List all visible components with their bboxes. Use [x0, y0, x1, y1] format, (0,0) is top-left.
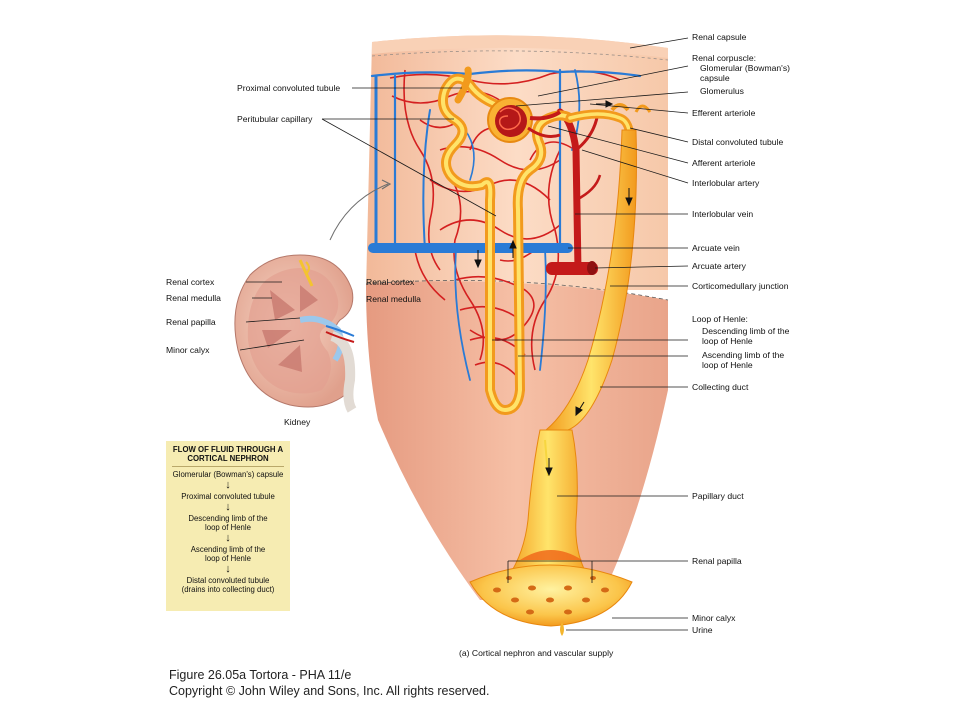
label-renal-medulla-mid: Renal medulla [366, 294, 421, 304]
label-renal-medulla-left: Renal medulla [166, 293, 221, 303]
label-urine: Urine [692, 625, 713, 635]
leader-lines [239, 37, 689, 631]
label-distal-convoluted-tubule: Distal convoluted tubule [692, 137, 783, 147]
flow-box-title-line-1: FLOW OF FLUID THROUGH A [172, 445, 284, 454]
label-renal-capsule: Renal capsule [692, 32, 747, 42]
arcuate-artery-end [587, 261, 597, 275]
flow-step: Distal convoluted tubule(drains into col… [181, 576, 275, 594]
flow-box-divider [172, 466, 284, 467]
arcuate-vein [368, 243, 573, 253]
down-arrow-icon: ↓ [225, 479, 231, 491]
figure-reference: Figure 26.05a Tortora - PHA 11/e [169, 668, 352, 682]
papillary-openings [493, 576, 609, 615]
arcuate-artery [546, 262, 598, 275]
label-corticomedullary-junction: Corticomedullary junction [692, 281, 789, 291]
label-descending-limb-2: loop of Henle [702, 336, 753, 346]
urine-drop [560, 622, 564, 636]
label-glomerulus: Glomerulus [700, 86, 744, 96]
label-renal-cortex-mid: Renal cortex [366, 277, 415, 287]
flow-box-title-line-2: CORTICAL NEPHRON [187, 454, 269, 463]
label-collecting-duct: Collecting duct [692, 382, 749, 392]
label-papillary-duct: Papillary duct [692, 491, 744, 501]
label-interlobular-vein: Interlobular vein [692, 209, 753, 219]
label-ascending-limb-2: loop of Henle [702, 360, 753, 370]
flow-arrows [474, 100, 633, 477]
figure-footer: Figure 26.05a Tortora - PHA 11/e Copyrig… [169, 667, 489, 699]
down-arrow-icon: ↓ [225, 532, 231, 544]
renal-papilla [469, 550, 633, 627]
down-arrow-icon: ↓ [225, 501, 231, 513]
label-minor-calyx-left: Minor calyx [166, 345, 210, 355]
label-ascending-limb-1: Ascending limb of the [702, 350, 784, 360]
label-renal-corpuscle: Renal corpuscle: [692, 53, 756, 63]
label-arcuate-artery: Arcuate artery [692, 261, 747, 271]
label-minor-calyx-right: Minor calyx [692, 613, 736, 623]
label-renal-papilla-left: Renal papilla [166, 317, 216, 327]
label-interlobular-artery: Interlobular artery [692, 178, 760, 188]
label-glomerular-capsule-1: Glomerular (Bowman's) [700, 63, 790, 73]
label-loop-of-henle: Loop of Henle: [692, 314, 748, 324]
left-labels: Proximal convoluted tubule Peritubular c… [166, 83, 614, 658]
label-glomerular-capsule-2: capsule [700, 73, 730, 83]
renal-corpuscle [487, 97, 562, 143]
label-arcuate-vein: Arcuate vein [692, 243, 740, 253]
kidney-illustration [234, 179, 392, 413]
right-labels: Renal capsule Renal corpuscle: Glomerula… [692, 32, 790, 635]
vein-network [370, 68, 642, 381]
label-efferent-arteriole: Efferent arteriole [692, 108, 756, 118]
label-renal-cortex-left: Renal cortex [166, 277, 215, 287]
label-kidney: Kidney [284, 417, 311, 427]
label-descending-limb-1: Descending limb of the [702, 326, 790, 336]
figure-caption: (a) Cortical nephron and vascular supply [459, 648, 614, 658]
flow-step: Proximal convoluted tubule [181, 492, 275, 501]
label-proximal-convoluted-tubule: Proximal convoluted tubule [237, 83, 340, 93]
flow-step: Glomerular (Bowman's) capsule [172, 470, 284, 479]
label-afferent-arteriole: Afferent arteriole [692, 158, 756, 168]
copyright-notice: Copyright © John Wiley and Sons, Inc. Al… [169, 684, 490, 698]
label-renal-papilla-right: Renal papilla [692, 556, 742, 566]
flow-box-title: FLOW OF FLUID THROUGH A CORTICAL NEPHRON [170, 445, 286, 463]
label-peritubular-capillary: Peritubular capillary [237, 114, 313, 124]
down-arrow-icon: ↓ [225, 563, 231, 575]
flow-of-fluid-box: FLOW OF FLUID THROUGH A CORTICAL NEPHRON… [166, 441, 290, 611]
